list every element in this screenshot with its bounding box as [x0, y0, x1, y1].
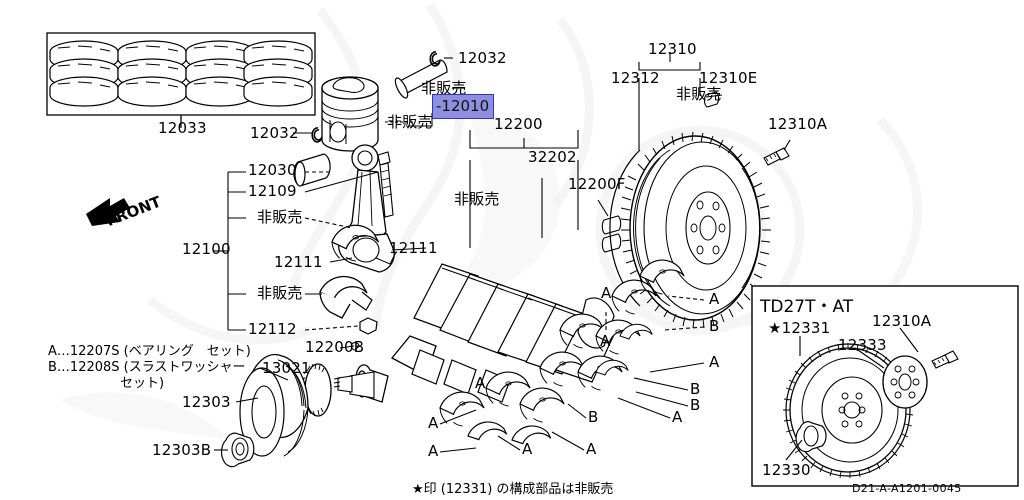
- inset-label-drive-plate: 12333: [838, 336, 887, 354]
- label-piston-pin-clip-2: 12032: [250, 124, 299, 142]
- label-crank-pulley: 12303: [182, 393, 231, 411]
- inset-label-flywheel: ★12331: [768, 319, 831, 337]
- inset-label-bolt: 12310A: [872, 312, 932, 330]
- front-arrow: [86, 198, 130, 226]
- bearing-mark-a-10: A: [475, 374, 486, 392]
- legend-line-b: B…12208S (スラストワッシャー: [48, 360, 246, 375]
- crank-pin-part: [601, 215, 622, 253]
- legend-line-b2: セット): [120, 376, 165, 391]
- label-flywheel-bolt: 12310A: [768, 115, 828, 133]
- label-crank-sprocket: 32202: [528, 148, 577, 166]
- bearing-mark-a-9: A: [600, 332, 611, 350]
- bearing-mark-a-2: A: [709, 353, 720, 371]
- bearing-mark-a-7: A: [428, 414, 439, 432]
- label-rod-assembly-group: 12100: [182, 240, 231, 258]
- label-piston-nonsale-1: 非販売: [421, 79, 467, 97]
- leader-lines: [180, 52, 791, 451]
- label-rod-bolt: 12109: [248, 182, 297, 200]
- highlighted-part-number[interactable]: -12010: [432, 94, 495, 119]
- crankshaft: [354, 263, 619, 403]
- label-rod-bearing-left: 12111: [274, 253, 323, 271]
- label-oil-pump-gear: 13021: [262, 359, 311, 377]
- bearing-mark-a-8: A: [428, 442, 439, 460]
- inset-artwork: [783, 343, 959, 479]
- bearing-mark-a-4: A: [601, 284, 612, 302]
- label-rod-cap-nut: 12112: [248, 320, 297, 338]
- bearing-mark-a-5: A: [586, 440, 597, 458]
- label-ring-set: 12033: [158, 119, 207, 137]
- bearing-leaders: [439, 295, 705, 453]
- piston: [321, 76, 379, 152]
- label-flywheel-group: 12310: [648, 40, 697, 58]
- bearing-mark-b-2: B: [690, 380, 701, 398]
- bearing-mark-a-1: A: [709, 290, 720, 308]
- inset-title: TD27T・AT: [760, 297, 854, 317]
- label-crank-group: 12200: [494, 115, 543, 133]
- legend-line-a: A…12207S (ベアリング セット): [48, 344, 251, 359]
- snap-ring-top: [429, 51, 441, 67]
- snap-ring-bottom: [311, 127, 323, 143]
- label-pulley-bolt: 12303B: [152, 441, 212, 459]
- crank-snout: [333, 371, 375, 399]
- diagram-code: D21-A-A1201-0045: [852, 482, 962, 495]
- label-piston-nonsale-2: 非販売: [387, 113, 433, 131]
- inset-leaders: [785, 327, 919, 461]
- label-flywheel-dowel: 12310E: [699, 69, 758, 87]
- label-rod-bearing-right: 12111: [389, 239, 438, 257]
- label-crank-pin: 12200F: [568, 175, 626, 193]
- bearing-mark-b-4: B: [588, 408, 599, 426]
- footnote: ★印 (12331) の構成部品は非販売: [412, 482, 614, 497]
- rod-nut-part: [359, 317, 378, 335]
- flywheel-bolt-part: [763, 147, 790, 166]
- crank-pulley-part: [239, 353, 309, 457]
- label-crank-key: 12200B: [305, 338, 365, 356]
- label-rod-nonsale-2: 非販売: [257, 284, 303, 302]
- bearing-mark-a-3: A: [672, 408, 683, 426]
- flywheel-part: [609, 131, 771, 329]
- piston-pin: [394, 59, 448, 99]
- label-flywheel-nonsale: 非販売: [676, 85, 722, 103]
- bearing-mark-b-1: B: [709, 317, 720, 335]
- label-crank-nonsale: 非販売: [454, 190, 500, 208]
- label-piston-pin-clip: 12032: [458, 49, 507, 67]
- label-rod-nonsale-1: 非販売: [257, 208, 303, 226]
- pulley-bolt-part: [220, 432, 255, 468]
- rod-bolt-part: [377, 151, 394, 218]
- label-ring-gear: 12312: [611, 69, 660, 87]
- rod-bush-part: [293, 153, 331, 187]
- bearing-mark-b-3: B: [690, 396, 701, 414]
- inset-label-bushing: 12330: [762, 461, 811, 479]
- rod-bearing-lower: [319, 275, 373, 319]
- label-rod-bush: 12030: [248, 161, 297, 179]
- piston-rings: [49, 40, 313, 107]
- bearing-mark-a-6: A: [522, 440, 533, 458]
